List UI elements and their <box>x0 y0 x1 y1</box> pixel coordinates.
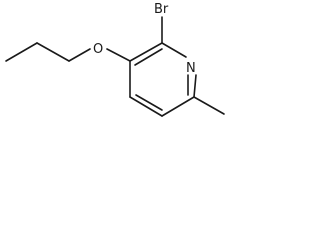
molecule-structure: Br O N <box>5 2 225 117</box>
bromine-atom-label: Br <box>154 2 169 17</box>
bond-ring-c3-c2 <box>129 42 163 62</box>
nitrogen-atom-label: N <box>186 61 196 76</box>
bond-ring-c6-methyl <box>193 96 225 115</box>
bond-ring-c2-c2-inner <box>134 48 163 66</box>
bond-ring-n-c6 <box>193 74 197 98</box>
bond-propyl-c2-c3 <box>36 42 70 62</box>
structure-canvas: Br O N <box>0 0 250 133</box>
bond-propyl-c1-c2 <box>5 42 38 62</box>
oxygen-atom-label: O <box>93 42 103 57</box>
bond-propyl-c3-oxygen <box>68 48 91 62</box>
bond-ring-c2-n <box>161 42 187 58</box>
bond-ring-c5-c4 <box>129 96 163 117</box>
bond-ring-c5-c4-inner <box>135 94 163 111</box>
bond-ring-c6-c5 <box>161 96 195 117</box>
bond-oxygen-ring <box>106 48 131 62</box>
